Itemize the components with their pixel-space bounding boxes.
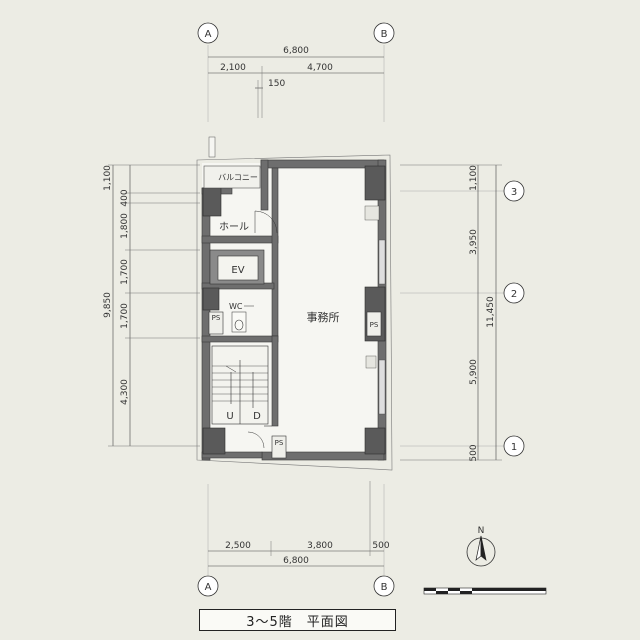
drain-pipe xyxy=(208,136,216,158)
right-dimensions: 1,100 3,950 5,900 500 11,450 xyxy=(400,164,502,462)
grid-lines xyxy=(207,45,505,575)
dim-right-4: 500 xyxy=(469,444,479,461)
dim-left-5: 1,700 xyxy=(120,303,130,329)
axis-label-a-bottom: A xyxy=(197,575,219,597)
ps-label-bottom: PS xyxy=(275,439,284,447)
dim-right-total: 11,450 xyxy=(486,296,496,328)
dim-left-1: 1,100 xyxy=(103,165,113,191)
svg-text:A: A xyxy=(205,29,212,40)
svg-text:3: 3 xyxy=(511,187,517,198)
scale-bar xyxy=(423,587,547,595)
stair: U D xyxy=(211,345,272,427)
north-label: N xyxy=(478,526,485,536)
site-boundary xyxy=(196,154,393,471)
axis-label-b-top: B xyxy=(373,22,395,44)
dim-bottom-mid: 3,800 xyxy=(307,541,333,551)
office-label: 事務所 xyxy=(307,310,340,324)
dim-top-left: 2,100 xyxy=(220,63,246,73)
bottom-dimensions: 2,500 3,800 500 6,800 xyxy=(208,481,390,567)
axis-label-3: 3 xyxy=(503,180,525,202)
svg-text:A: A xyxy=(205,582,212,593)
dim-right-2: 3,950 xyxy=(469,229,479,255)
stair-up-label: U xyxy=(226,411,233,422)
hall-label: ホール xyxy=(219,221,249,233)
ps-label-left: PS xyxy=(212,314,221,322)
wc-label: WC xyxy=(229,302,243,311)
dim-top-gap: 150 xyxy=(268,79,285,89)
dim-left-2: 400 xyxy=(120,189,130,206)
dim-left-4: 1,700 xyxy=(120,259,130,285)
north-arrow: N xyxy=(466,526,496,567)
dim-top-total: 6,800 xyxy=(283,46,309,56)
dim-left-3: 1,800 xyxy=(120,213,130,239)
svg-text:B: B xyxy=(381,582,388,593)
axis-label-2: 2 xyxy=(503,282,525,304)
axis-label-b-bottom: B xyxy=(373,575,395,597)
building: バルコニー ホール EV PS WC U D xyxy=(201,159,387,461)
dim-top-right: 4,700 xyxy=(307,63,333,73)
axis-label-a-top: A xyxy=(197,22,219,44)
dim-bottom-left: 2,500 xyxy=(225,541,251,551)
left-dimensions: 9,850 1,100 400 1,800 1,700 1,700 4,300 xyxy=(103,164,200,447)
drawing-title: 3～5階 平面図 xyxy=(199,609,396,631)
ev-label: EV xyxy=(231,265,244,276)
svg-text:B: B xyxy=(381,29,388,40)
dim-bottom-right: 500 xyxy=(372,541,389,551)
svg-text:1: 1 xyxy=(511,442,517,453)
balcony-label: バルコニー xyxy=(218,173,258,182)
dim-bottom-total: 6,800 xyxy=(283,556,309,566)
dim-left-total: 9,850 xyxy=(103,292,113,318)
top-dimensions: 6,800 2,100 4,700 150 xyxy=(208,46,384,118)
stair-down-label: D xyxy=(253,411,261,422)
svg-text:2: 2 xyxy=(511,289,517,300)
axis-label-1: 1 xyxy=(503,435,525,457)
dim-right-3: 5,900 xyxy=(469,359,479,385)
dim-right-1: 1,100 xyxy=(469,165,479,191)
dim-left-6: 4,300 xyxy=(120,379,130,405)
ps-label-right: PS xyxy=(370,321,379,329)
